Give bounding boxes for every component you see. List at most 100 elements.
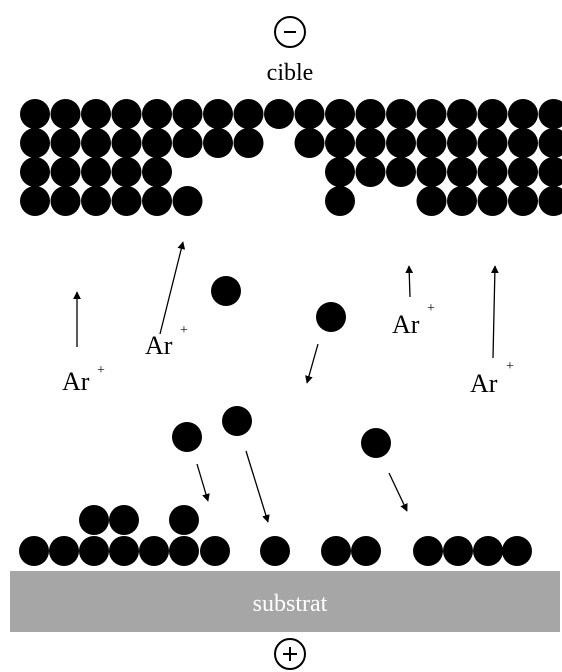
film-atom <box>49 536 79 566</box>
target-atom <box>50 186 81 216</box>
target-atom <box>50 157 81 187</box>
film-atom <box>79 536 109 566</box>
target-atom <box>20 128 50 158</box>
target-atom <box>81 157 111 187</box>
ion-arrow <box>405 265 414 298</box>
target-atom <box>386 157 416 187</box>
target-atom <box>386 128 416 158</box>
target-atom <box>142 157 172 187</box>
target-atom <box>111 99 142 129</box>
argon-ions: Ar + Ar + Ar + Ar + <box>62 241 514 398</box>
target-atom <box>416 99 447 129</box>
target-atom <box>172 186 203 216</box>
target-atom <box>142 186 172 216</box>
film-atom <box>443 536 473 566</box>
film-atom <box>260 536 290 566</box>
svg-text:Ar: Ar <box>470 369 498 398</box>
ion-label: Ar + <box>470 359 514 398</box>
substrate: substrat <box>10 571 560 632</box>
target-atom <box>50 128 81 158</box>
ion-label: Ar + <box>62 363 105 396</box>
svg-text:+: + <box>427 301 435 316</box>
film-atom <box>169 505 199 535</box>
film-atom <box>200 536 230 566</box>
sputtered-atom <box>361 428 391 458</box>
target-atom <box>538 128 562 158</box>
svg-text:Ar: Ar <box>62 367 90 396</box>
film-atom <box>502 536 532 566</box>
deposited-film <box>19 505 532 566</box>
target-atom <box>508 128 538 158</box>
svg-text:+: + <box>506 359 514 374</box>
sputtered-atom <box>222 406 252 436</box>
target-atom <box>477 186 508 216</box>
ion-arrow <box>490 265 499 359</box>
anode-plus-icon <box>274 638 306 670</box>
svg-text:+: + <box>97 363 105 378</box>
target-atom <box>81 186 111 216</box>
target-atom <box>508 186 538 216</box>
target-atom <box>172 99 203 129</box>
target-atom <box>142 99 172 129</box>
target-atom <box>477 99 508 129</box>
target-atom <box>355 157 386 187</box>
cathode-minus-icon <box>274 16 306 48</box>
target-atom <box>325 128 355 158</box>
target-atom <box>325 157 355 187</box>
target-atom <box>538 157 562 187</box>
svg-text:Ar: Ar <box>145 331 173 360</box>
target-atom <box>538 99 562 129</box>
film-atom <box>169 536 199 566</box>
target-atom <box>416 128 447 158</box>
target-atom <box>50 99 81 129</box>
target-label: cible <box>267 60 314 86</box>
target-atom <box>81 99 111 129</box>
sputtered-atoms <box>172 276 391 458</box>
ion-label: Ar + <box>392 301 435 339</box>
film-atom <box>139 536 169 566</box>
ion-arrow <box>159 241 186 335</box>
film-atom <box>79 505 109 535</box>
target-atom <box>111 186 142 216</box>
trajectory-arrow <box>388 472 408 512</box>
film-atom <box>19 536 49 566</box>
target-atom <box>325 99 355 129</box>
target-atom <box>325 186 355 216</box>
target-atom <box>355 128 386 158</box>
sputtered-atom <box>172 422 202 452</box>
trajectory-arrow <box>245 450 270 523</box>
target-atom <box>294 99 325 129</box>
target-atom <box>233 99 264 129</box>
ion-label: Ar + <box>145 323 188 360</box>
film-atom <box>321 536 351 566</box>
substrate-label: substrat <box>253 591 328 617</box>
target-atom <box>111 128 142 158</box>
film-atom <box>109 505 139 535</box>
target-atom <box>477 128 508 158</box>
target-atom <box>508 99 538 129</box>
target-atom <box>416 186 447 216</box>
target-atom <box>477 157 508 187</box>
film-atom <box>413 536 443 566</box>
target-atom <box>81 128 111 158</box>
svg-text:+: + <box>180 323 188 338</box>
target-atom <box>20 157 50 187</box>
trajectory-arrow <box>196 463 210 502</box>
target-atom <box>203 99 233 129</box>
target-atom <box>386 99 416 129</box>
svg-text:Ar: Ar <box>392 310 420 339</box>
target-atom <box>447 99 477 129</box>
target-atom <box>20 99 50 129</box>
trajectory-arrow <box>305 343 319 384</box>
target-atom <box>142 128 172 158</box>
sputtered-atom <box>316 302 346 332</box>
target-atom <box>203 128 233 158</box>
target-atom <box>264 99 294 129</box>
film-atom <box>109 536 139 566</box>
target-atom <box>172 128 203 158</box>
target-atoms <box>20 99 562 216</box>
target-atom <box>294 128 325 158</box>
target-atom <box>233 128 264 158</box>
target-atom <box>447 128 477 158</box>
